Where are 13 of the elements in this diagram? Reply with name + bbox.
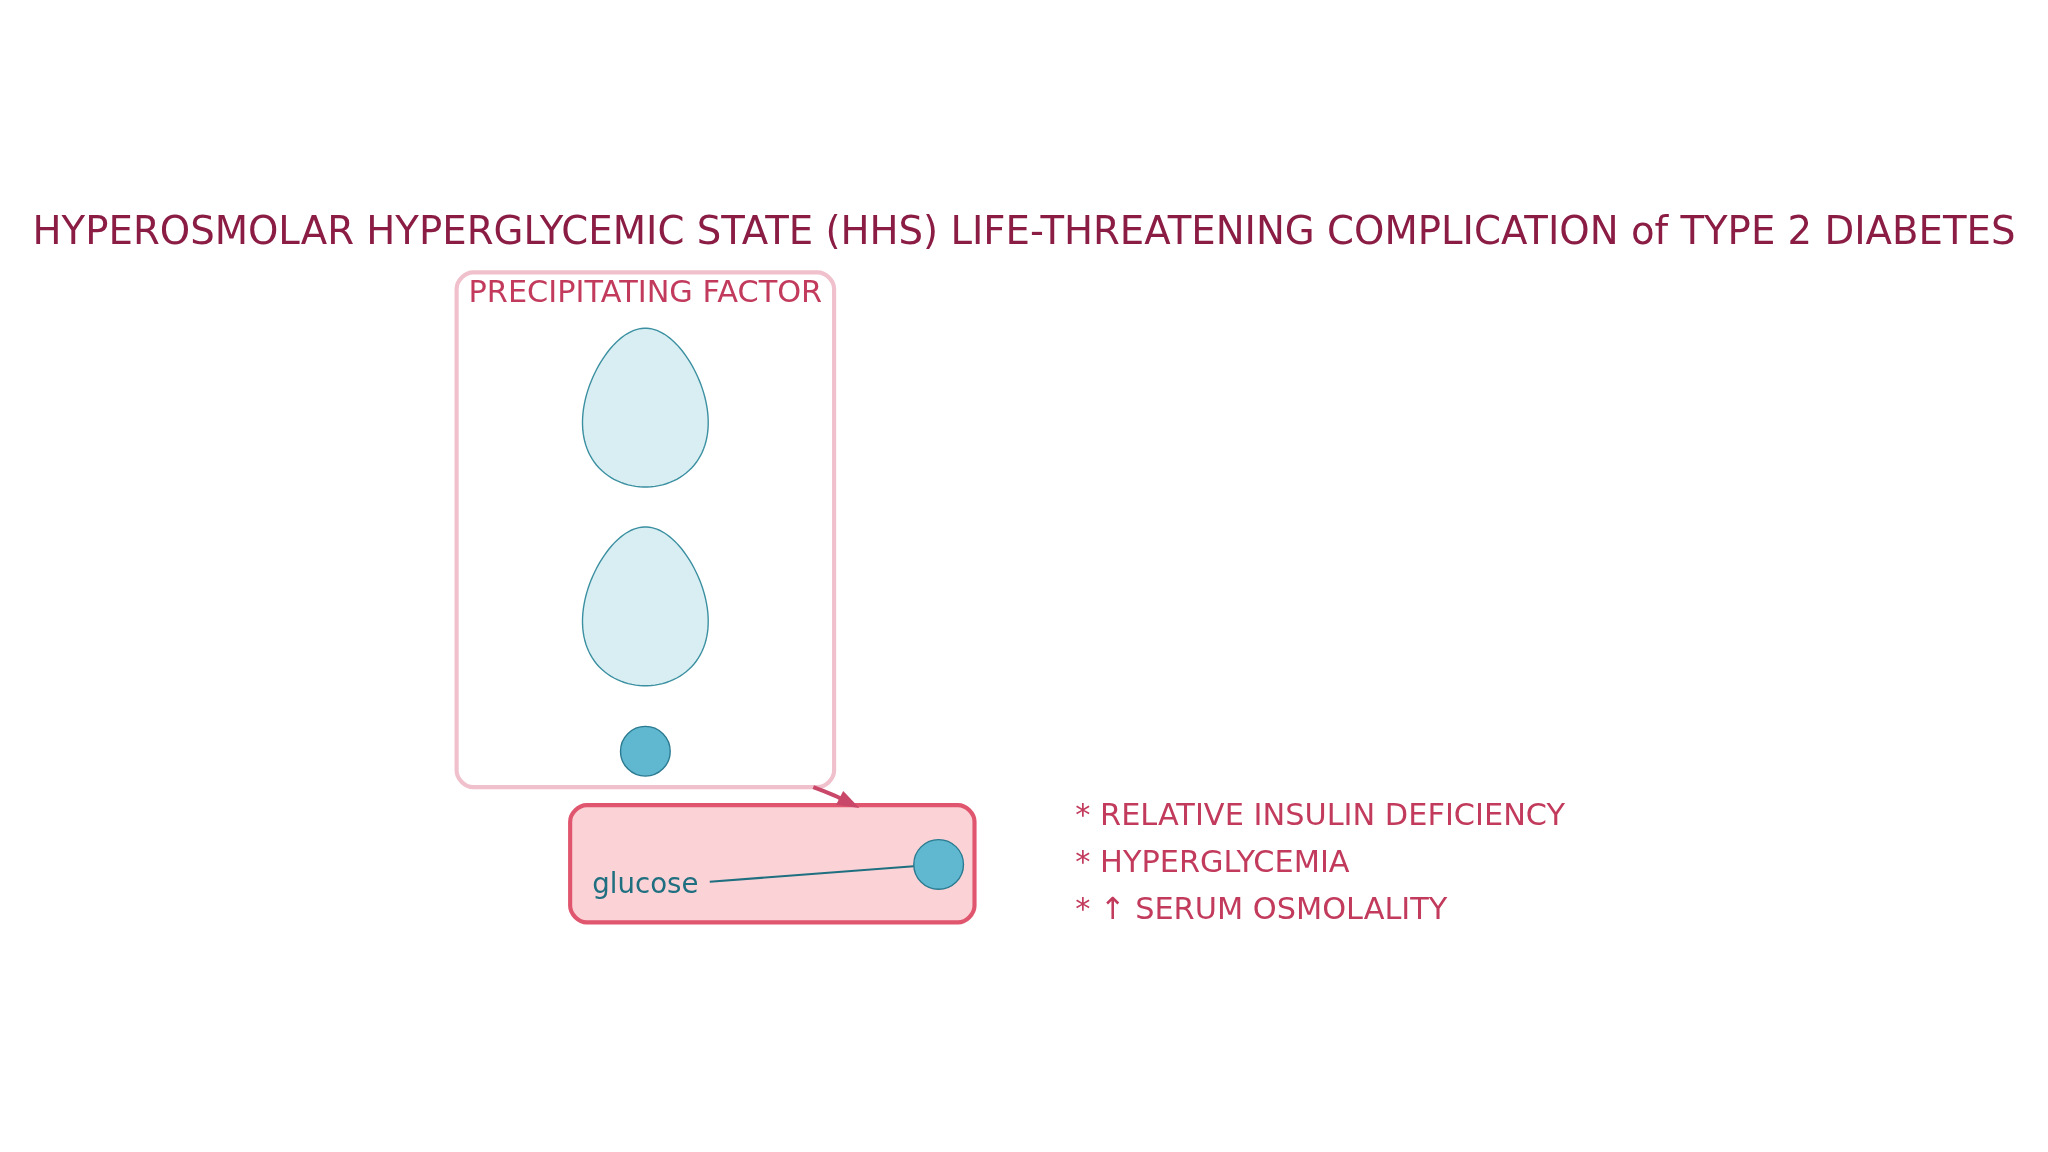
- label: * ↑ SERUM OSMOLALITY: [1075, 891, 1448, 927]
- label: * HYPERGLYCEMIA: [1075, 844, 1350, 880]
- node-text: glucose: [592, 867, 699, 901]
- cluster: PRECIPITATING FACTOR: [454, 270, 837, 790]
- label: * RELATIVE INSULIN DEFICIENCY: [1075, 797, 1566, 833]
- node-circle: [619, 725, 671, 777]
- connector: [709, 865, 914, 883]
- arrow: [812, 785, 860, 808]
- node-circle: [913, 838, 965, 890]
- diagram-title: HYPEROSMOLAR HYPERGLYCEMIC STATE (HHS) LIFE-THREATENING COMPLICATION of TYPE 2 DIABETES: [32, 207, 2016, 253]
- cluster: [568, 803, 977, 925]
- node-person: [581, 327, 709, 488]
- node-person: [581, 526, 709, 687]
